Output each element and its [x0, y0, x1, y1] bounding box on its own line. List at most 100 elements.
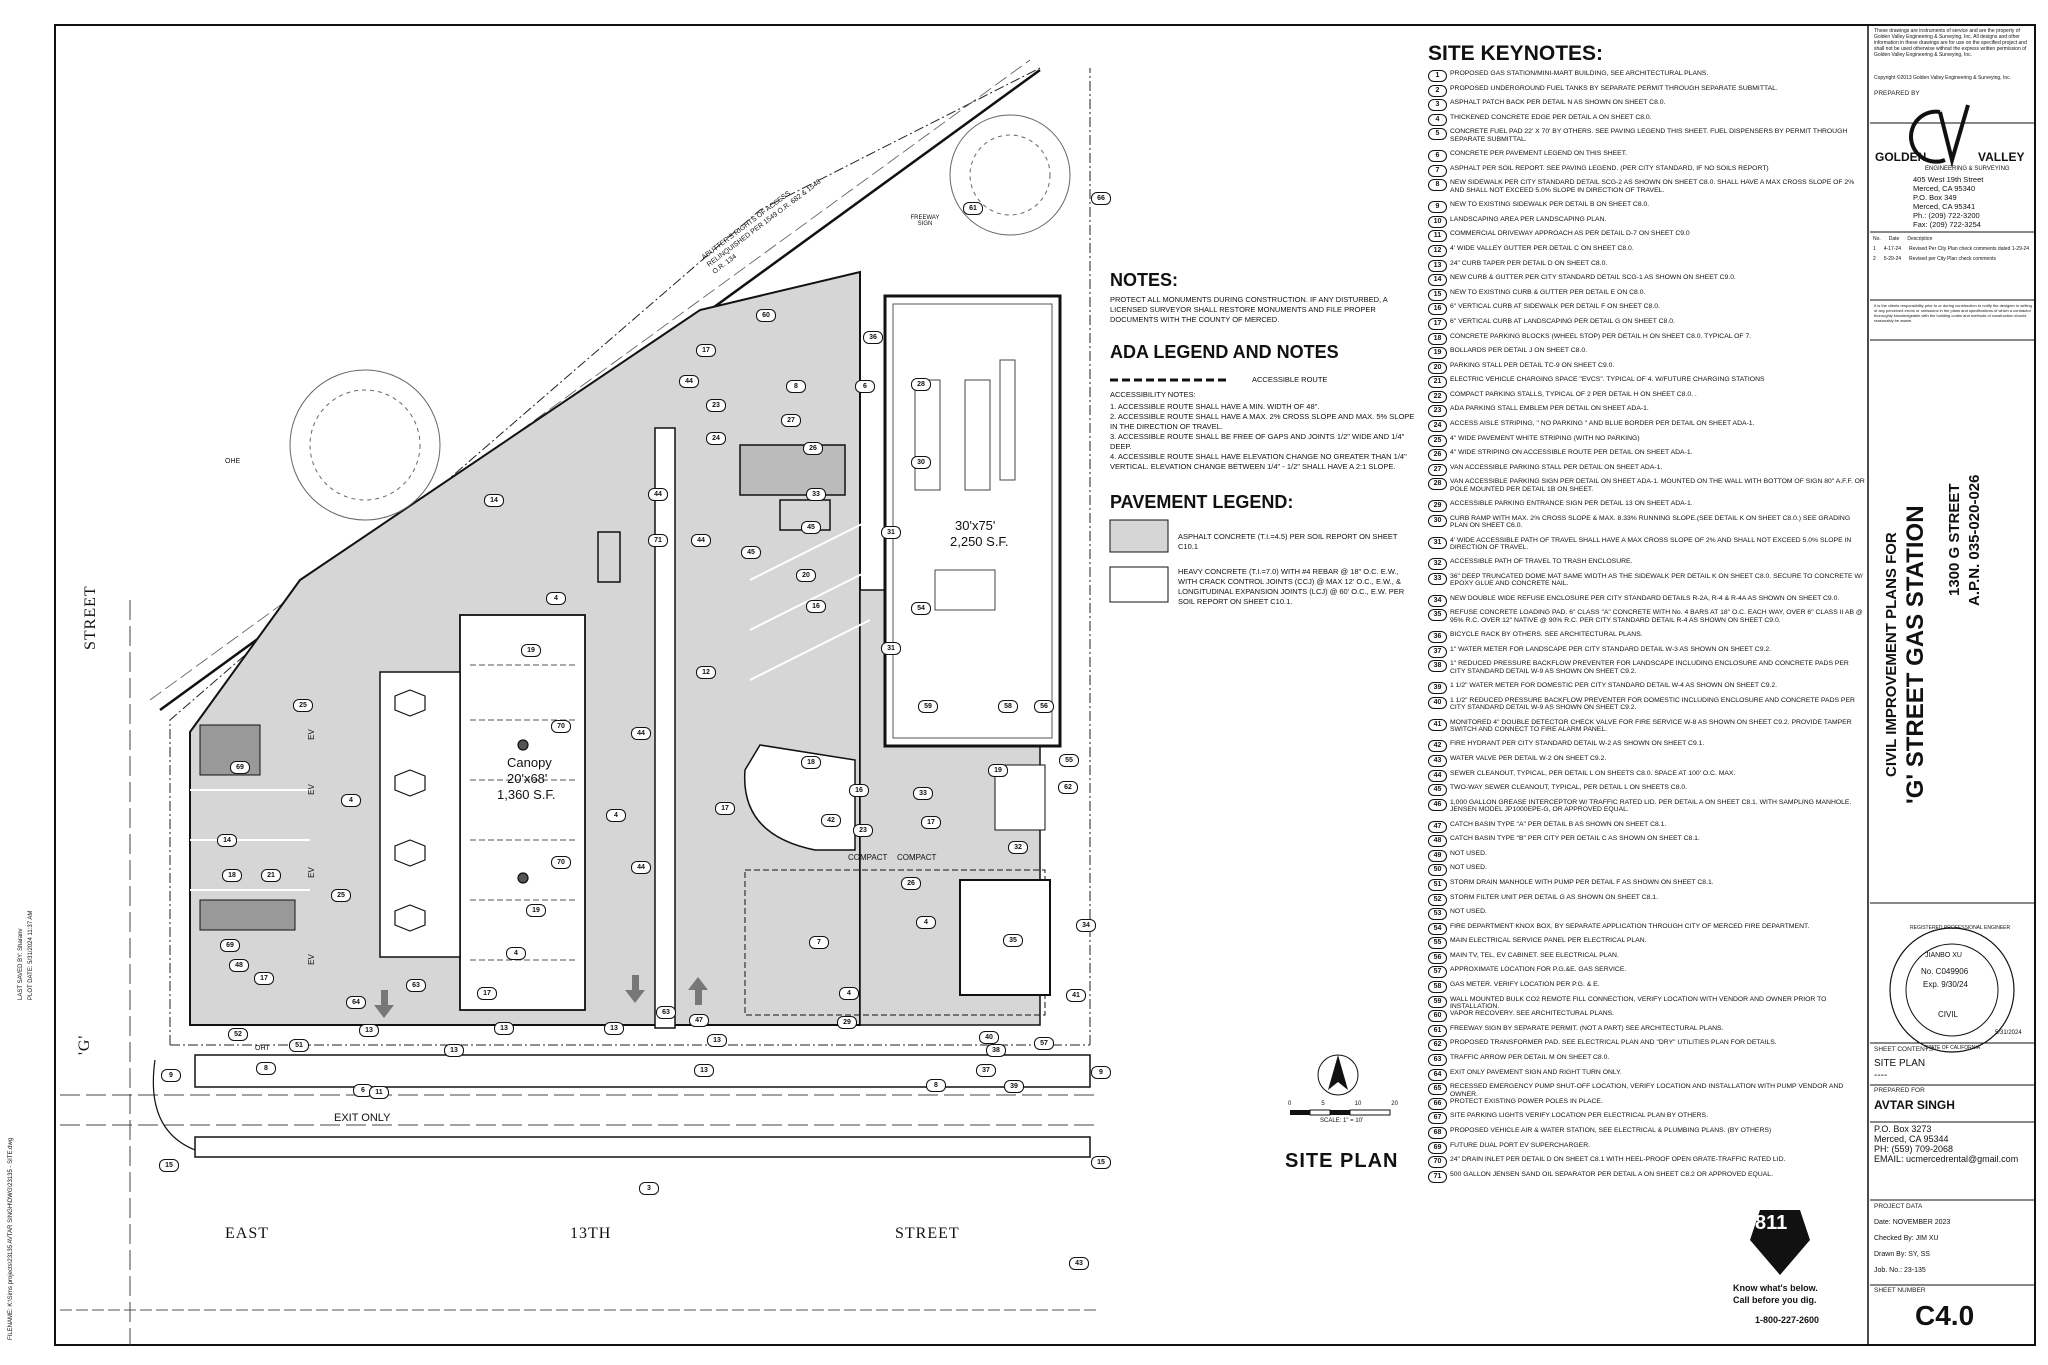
keynote-callout: 19 — [521, 644, 541, 657]
ada-note: 3. ACCESSIBLE ROUTE SHALL BE FREE OF GAP… — [1110, 432, 1405, 451]
site-plan-title: SITE PLAN — [1285, 1150, 1399, 1172]
keynote-callout: 45 — [801, 521, 821, 534]
keynote-callout: 54 — [911, 602, 931, 615]
north-arrow-icon — [1317, 1054, 1359, 1096]
keynote-text: NOT USED. — [1450, 849, 1487, 857]
keynote-callout: 15 — [159, 1159, 179, 1172]
keynote-text: VAN ACCESSIBLE PARKING STALL PER DETAIL … — [1450, 463, 1663, 471]
keynote-callout: 70 — [551, 720, 571, 733]
scale-tick: 10 — [1354, 1101, 1362, 1107]
keynote-number: 49 — [1428, 849, 1447, 862]
traffic-arrows — [374, 975, 708, 1018]
keynote-text: CONCRETE PER PAVEMENT LEGEND ON THIS SHE… — [1450, 150, 1628, 158]
keynote-number: 55 — [1428, 937, 1447, 950]
keynote-number: 32 — [1428, 558, 1447, 571]
keynote-text: 500 GALLON JENSEN SAND OIL SEPARATOR PER… — [1450, 1170, 1773, 1178]
stamp-exp: Exp. 9/30/24 — [1923, 980, 1968, 989]
keynote-number: 29 — [1428, 500, 1447, 513]
keynote-number: 41 — [1428, 718, 1447, 731]
keynote-callout: 13 — [359, 1024, 379, 1037]
building — [883, 294, 1062, 748]
keynote-number: 38 — [1428, 660, 1447, 673]
date-value: NOVEMBER 2023 — [1892, 1219, 1951, 1226]
ohe-label: OHE — [225, 458, 241, 465]
scale-tick: 0 — [1288, 1101, 1292, 1107]
keynote-callout: 30 — [911, 456, 931, 469]
scale-tick: 5 — [1321, 1101, 1325, 1107]
stamp-date: 5/31/2024 — [1995, 1030, 2022, 1036]
keynote-number: 69 — [1428, 1141, 1447, 1154]
keynote-callout: 71 — [648, 534, 668, 547]
keynote-callout: 4 — [916, 916, 936, 929]
keynote-callout: 26 — [803, 442, 823, 455]
drawn-label: Drawn By: — [1874, 1251, 1907, 1258]
keynote-callout: 24 — [706, 432, 726, 445]
firm-name-1: GOLDEN — [1875, 150, 1927, 164]
keynote-callout: 27 — [781, 414, 801, 427]
keynote-callout: 17 — [921, 816, 941, 829]
keynote-number: 71 — [1428, 1170, 1447, 1183]
keynote-text: TWO-WAY SEWER CLEANOUT, TYPICAL, PER DET… — [1450, 784, 1688, 792]
keynote-number: 51 — [1428, 878, 1447, 891]
rev-date: 5-29-24 — [1883, 256, 1902, 262]
keynote-callout: 29 — [837, 1016, 857, 1029]
notes-title: NOTES: — [1110, 270, 1179, 290]
sheet-number: C4.0 — [1915, 1300, 1975, 1331]
keynote-text: CONCRETE PARKING BLOCKS (WHEEL STOP) PER… — [1450, 332, 1752, 340]
keynote-text: STORM DRAIN MANHOLE WITH PUMP PER DETAIL… — [1450, 878, 1714, 886]
job-value: 23-135 — [1903, 1267, 1926, 1274]
keynote-callout: 44 — [648, 488, 668, 501]
keynote-number: 27 — [1428, 463, 1447, 476]
keynote-number: 46 — [1428, 798, 1447, 811]
job-label: Job. No.: — [1874, 1267, 1903, 1274]
keynote-number: 9 — [1428, 201, 1447, 214]
keynote-text: 1,000 GALLON GREASE INTERCEPTOR W/ TRAFF… — [1450, 798, 1852, 814]
address-line: 405 West 19th Street — [1913, 175, 1984, 184]
keynote-text: PROPOSED VEHICLE AIR & WATER STATION, SE… — [1450, 1127, 1772, 1135]
keynote-number: 28 — [1428, 478, 1447, 491]
street-gutter — [194, 1136, 1091, 1158]
keynote-callout: 23 — [706, 399, 726, 412]
keynote-callout: 21 — [261, 869, 281, 882]
vault — [597, 531, 621, 583]
keynote-callout: 34 — [1076, 919, 1096, 932]
keynote-number: 40 — [1428, 696, 1447, 709]
keynote-callout: 8 — [256, 1062, 276, 1075]
811-line1: Know what's below. — [1733, 1283, 1818, 1293]
keynote-text: COMPACT PARKING STALLS, TYPICAL OF 2 PER… — [1450, 390, 1697, 398]
keynote-number: 19 — [1428, 347, 1447, 360]
keynote-text: 6" VERTICAL CURB AT LANDSCAPING PER DETA… — [1450, 317, 1675, 325]
keynote-callout: 28 — [911, 378, 931, 391]
keynote-callout: 33 — [806, 488, 826, 501]
keynote-callout: 52 — [228, 1028, 248, 1041]
keynote-callout: 17 — [715, 802, 735, 815]
keynote-callout: 59 — [918, 700, 938, 713]
keynote-callout: 39 — [1004, 1080, 1024, 1093]
canopy-size: 20'x68' — [507, 771, 548, 786]
keynote-number: 2 — [1428, 84, 1447, 97]
keynote-callout: 36 — [863, 331, 883, 344]
keynote-number: 56 — [1428, 951, 1447, 964]
